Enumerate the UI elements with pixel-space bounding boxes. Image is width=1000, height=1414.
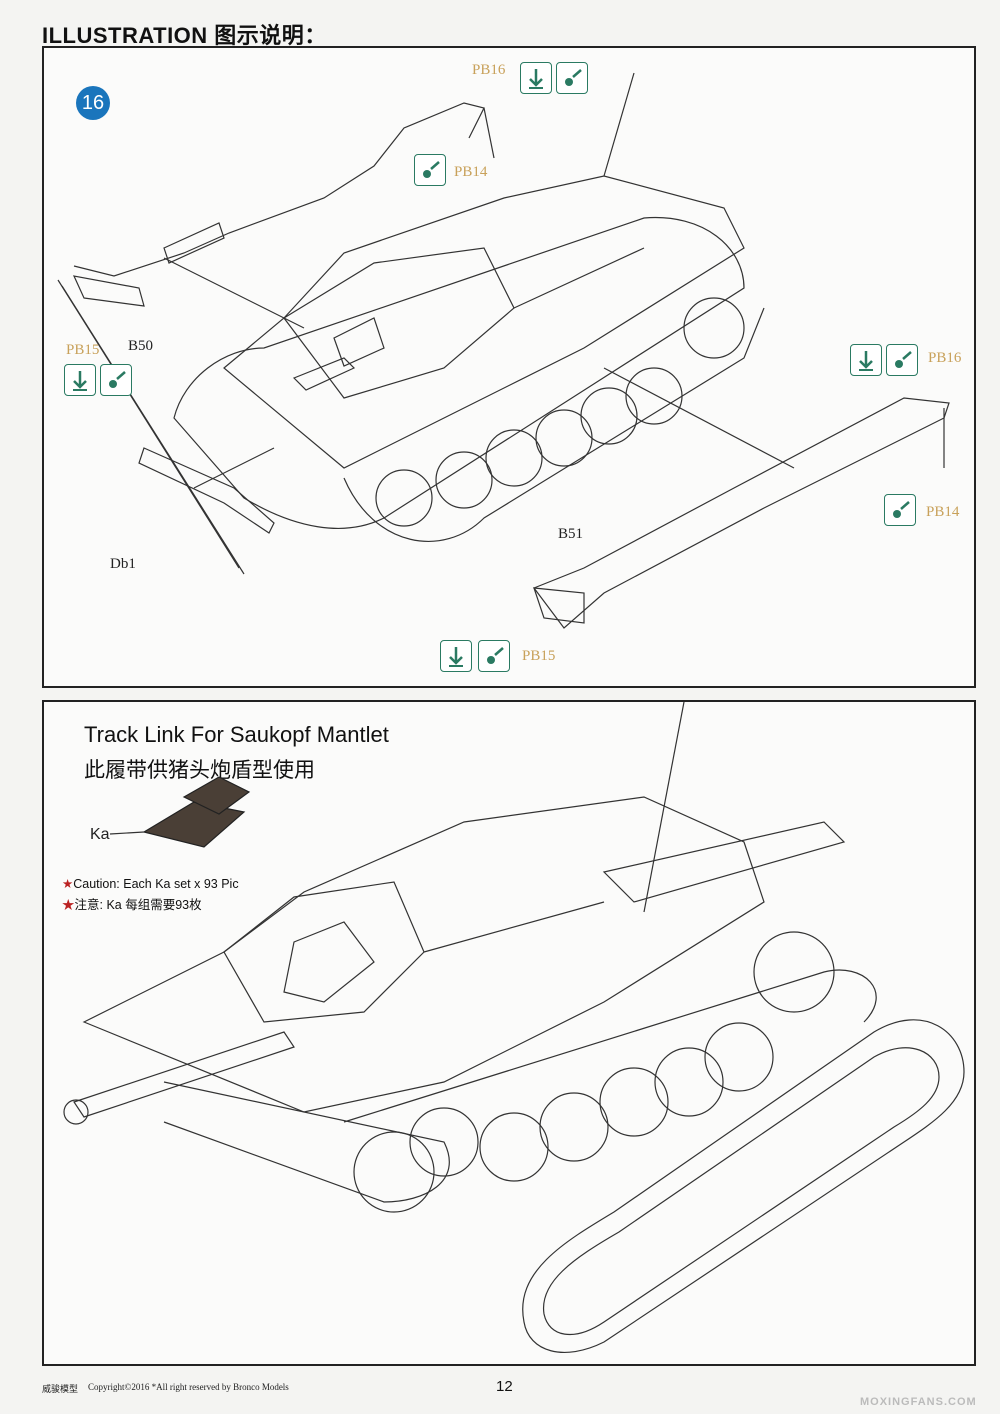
panel-title-cn: 此履带供猪头炮盾型使用: [84, 759, 315, 782]
part-label-b51: B51: [558, 526, 584, 542]
bend-down-icon: [64, 364, 96, 396]
page-number: 12: [496, 1378, 513, 1395]
glue-icon: [556, 62, 588, 94]
step-number-badge: 16: [76, 86, 110, 120]
bend-down-icon: [440, 640, 472, 672]
star-icon: ★: [62, 898, 75, 912]
tank-assembly-drawing: [57, 72, 950, 629]
glue-icon: [884, 494, 916, 526]
caution-note: ★Caution: Each Ka set x 93 Pic: [62, 876, 239, 891]
footer-brand: 威骏模型: [42, 1384, 79, 1394]
part-label-pb16: PB16: [928, 350, 962, 366]
glue-icon: [414, 154, 446, 186]
part-label-pb14: PB14: [926, 504, 960, 520]
panel-title: Track Link For Saukopf Mantlet: [84, 722, 389, 747]
part-label-pb16: PB16: [472, 62, 506, 78]
caution-note-cn: ★注意: Ka 每组需要93枚: [62, 894, 202, 913]
glue-icon: [100, 364, 132, 396]
track-link-panel: Track Link For Saukopf Mantlet 此履带供猪头炮盾型…: [42, 700, 976, 1366]
bend-down-icon: [520, 62, 552, 94]
part-label-ka: Ka: [90, 826, 110, 843]
caution-text-cn: 注意: Ka 每组需要93枚: [74, 898, 202, 912]
watermark: MOXINGFANS.COM: [860, 1396, 977, 1408]
footer-copyright: Copyright©2016 *All right reserved by Br…: [88, 1382, 289, 1392]
part-label-pb14: PB14: [454, 164, 488, 180]
glue-icon: [886, 344, 918, 376]
tank-completed-drawing: [63, 702, 965, 1353]
glue-icon: [478, 640, 510, 672]
page-header: ILLUSTRATION 图示说明：: [42, 23, 327, 48]
caution-text: Caution: Each Ka set x 93 Pic: [73, 877, 239, 891]
part-label-pb15: PB15: [66, 342, 100, 358]
part-label-db1: Db1: [110, 556, 136, 572]
step-16-panel: 16 PB16 PB14 PB15 B: [42, 46, 976, 688]
part-label-pb15: PB15: [522, 648, 556, 664]
star-icon: ★: [62, 877, 74, 891]
bend-down-icon: [850, 344, 882, 376]
part-label-b50: B50: [128, 338, 154, 354]
